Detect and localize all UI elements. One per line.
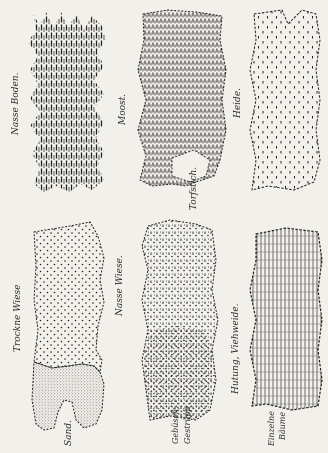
label-hutung: Hutung, Viehweide.: [232, 303, 241, 394]
label-moost: Moost.: [119, 94, 128, 125]
swatch-nasse-boden: [28, 12, 106, 192]
label-trockne-wiese: Trockne Wiese: [14, 285, 23, 352]
swatch-heide: [250, 10, 320, 190]
label-baume: Bäume: [279, 412, 287, 440]
label-gestrupp: Gestrüpp: [184, 406, 192, 444]
label-einzelne: Einzelne: [268, 411, 276, 446]
swatch-hutung: [250, 228, 322, 410]
label-nasse-wiese: Nasse Wiese.: [116, 255, 125, 316]
label-gebusch: Gebüsch.: [172, 406, 180, 444]
label-heide: Heide.: [234, 88, 243, 118]
label-torfstich: Torfstich.: [190, 167, 199, 210]
label-nasse-boden: Nasse Boden.: [12, 73, 21, 135]
label-sand: Sand.: [65, 420, 74, 446]
swatch-trockne-wiese: [34, 222, 104, 372]
